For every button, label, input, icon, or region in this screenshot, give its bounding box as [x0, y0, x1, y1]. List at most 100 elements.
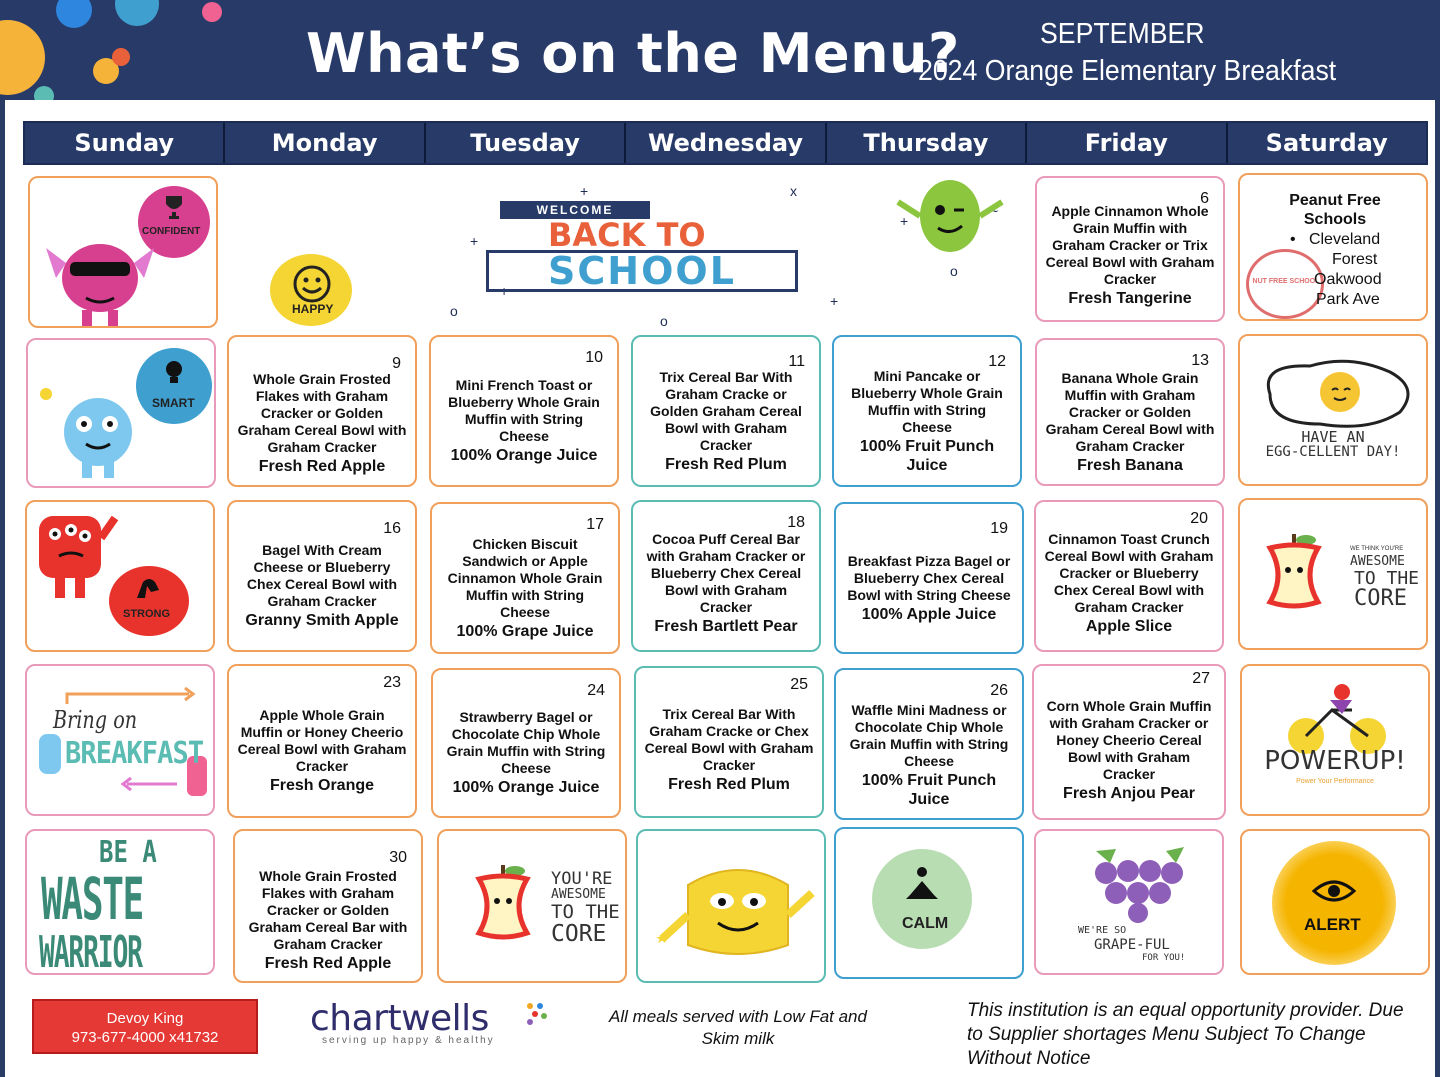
- day-cell-30: 30 Whole Grain Frosted Flakes with Graha…: [233, 829, 423, 983]
- fruit-item: Fresh Red Plum: [665, 455, 787, 473]
- menu-item: Banana Whole Grain Muffin with Graham Cr…: [1045, 369, 1215, 454]
- school-item: Park Ave: [1316, 291, 1380, 308]
- breakfast-label: BREAKFAST: [65, 736, 204, 771]
- date-number: 20: [1190, 510, 1208, 527]
- smart-label: SMART: [152, 396, 195, 410]
- bring-on-label: Bring on: [53, 706, 138, 734]
- meditation-icon: [906, 867, 938, 899]
- be-a-label: BE A: [99, 835, 157, 870]
- apple-core-icon: [1266, 534, 1322, 609]
- page-title: What’s on the Menu?: [306, 22, 960, 85]
- alert-sunburst: [1272, 841, 1396, 965]
- youre-label: YOU'RE: [551, 869, 613, 889]
- date-number: 24: [587, 682, 605, 699]
- decor-dot: [202, 2, 222, 22]
- menu-item: Trix Cereal Bar With Graham Cracke or Go…: [650, 368, 802, 453]
- art-cell-happy: HAPPY: [230, 176, 420, 328]
- back-to-label: BACK TO: [548, 216, 706, 254]
- trophy-icon: [166, 196, 182, 219]
- calm-label: CALM: [902, 915, 949, 932]
- egg-line-1: HAVE AN: [1301, 428, 1365, 446]
- menu-item: Apple Whole Grain Muffin or Honey Cheeri…: [237, 707, 407, 774]
- decor-dot: [0, 20, 45, 95]
- smart-badge: [136, 348, 212, 424]
- lightbulb-icon: [166, 361, 182, 383]
- chartwells-tagline: serving up happy & healthy: [322, 1035, 495, 1046]
- fruit-item: Fresh Red Apple: [264, 954, 392, 972]
- menu-item: Mini French Toast or Blueberry Whole Gra…: [448, 377, 600, 444]
- day-friday: Friday: [1027, 123, 1228, 163]
- menu-item: Mini Pancake or Blueberry Whole Grain Mu…: [851, 367, 1003, 435]
- date-number: 23: [383, 674, 401, 691]
- art-cell-grapes: WE'RE SO GRAPE-FUL FOR YOU!: [1034, 829, 1224, 975]
- svg-text:+: +: [580, 183, 588, 199]
- fruit-item: 100% Orange Juice: [452, 779, 600, 796]
- art-cell-calm: CALM: [834, 827, 1024, 979]
- menu-item: Whole Grain Frosted Flakes with Graham C…: [248, 867, 408, 952]
- cheese-mascot-icon: [656, 869, 815, 955]
- date-number: 25: [790, 676, 808, 693]
- date-number: 26: [990, 682, 1008, 699]
- date-number: 9: [392, 355, 401, 372]
- svg-text:x: x: [790, 183, 797, 199]
- art-cell-confident: CONFIDENT: [28, 176, 218, 328]
- menu-item: Chicken Biscuit Sandwich or Apple Cinnam…: [447, 535, 603, 620]
- fruit-item: Granny Smith Apple: [245, 612, 399, 629]
- pepper-mascot-icon: [896, 180, 1004, 252]
- menu-item: Whole Grain Frosted Flakes with Graham C…: [237, 370, 407, 455]
- day-cell-24: 24 Strawberry Bagel or Chocolate Chip Wh…: [431, 668, 621, 818]
- fruit-item: Fresh Banana: [1077, 456, 1183, 474]
- strong-label: STRONG: [123, 608, 171, 620]
- page-border-right: [1435, 100, 1440, 1077]
- day-cell-25: 25 Trix Cereal Bar With Graham Cracke or…: [634, 666, 824, 818]
- day-cell-18: 18 Cocoa Puff Cereal Bar with Graham Cra…: [631, 500, 821, 652]
- art-cell-smart: SMART: [26, 338, 216, 488]
- menu-item: Apple Cinnamon Whole Grain Muffin with G…: [1045, 202, 1215, 287]
- equal-opportunity-note: This institution is an equal opportunity…: [967, 1000, 1404, 1069]
- date-number: 18: [787, 514, 805, 531]
- day-sunday: Sunday: [25, 123, 226, 163]
- fruit-item: Fresh Tangerine: [1068, 289, 1192, 307]
- page-border-left: [0, 100, 5, 1077]
- fruit-item: 100% Fruit Punch Juice: [861, 771, 997, 808]
- milk-note: All meals served with Low Fat and Skim m…: [609, 1007, 867, 1048]
- menu-item: Trix Cereal Bar With Graham Cracke or Ch…: [644, 706, 814, 773]
- warrior-label: WARRIOR: [39, 927, 143, 975]
- day-cell-27: 27 Corn Whole Grain Muffin with Graham C…: [1032, 664, 1226, 820]
- decor-dot: [34, 86, 54, 100]
- day-cell-11: 11 Trix Cereal Bar With Graham Cracke or…: [631, 335, 821, 487]
- art-cell-strong: STRONG: [25, 500, 215, 652]
- school-item: Forest: [1332, 251, 1378, 268]
- date-number: 13: [1191, 352, 1209, 369]
- day-cell-16: 16 Bagel With Cream Cheese or Blueberry …: [227, 500, 417, 652]
- art-cell-core: WE THINK YOU'RE AWESOME TO THE CORE: [1238, 498, 1428, 650]
- confident-label: CONFIDENT: [142, 226, 201, 237]
- fruit-item: Apple Slice: [1085, 617, 1173, 635]
- menu-subtitle: 2024 Orange Elementary Breakfast: [918, 55, 1337, 87]
- chartwells-logo: chartwells: [310, 998, 489, 1039]
- svg-text:+: +: [470, 233, 478, 249]
- menu-item: Cocoa Puff Cereal Bar with Graham Cracke…: [646, 530, 806, 615]
- date-number: 11: [788, 353, 805, 370]
- day-cell-23: 23 Apple Whole Grain Muffin or Honey Che…: [227, 664, 417, 818]
- school-label: SCHOOL: [486, 250, 798, 292]
- day-cell-6: 6 Apple Cinnamon Whole Grain Muffin with…: [1035, 176, 1225, 322]
- monster-pink-icon: [46, 244, 154, 326]
- grape-line-1: WE'RE SO: [1078, 925, 1127, 936]
- day-wednesday: Wednesday: [626, 123, 827, 163]
- day-cell-13: 13 Banana Whole Grain Muffin with Graham…: [1035, 338, 1225, 486]
- header-banner: What’s on the Menu? SEPTEMBER 2024 Orang…: [0, 0, 1440, 100]
- menu-item: Strawberry Bagel or Chocolate Chip Whole…: [446, 709, 606, 776]
- contact-phone: 973-677-4000 x41732: [71, 1029, 219, 1046]
- contact-box: Devoy King 973-677-4000 x41732: [32, 999, 258, 1054]
- day-cell-26: 26 Waffle Mini Madness or Chocolate Chip…: [834, 668, 1024, 820]
- fried-egg-icon: [1267, 359, 1410, 428]
- date-number: 16: [383, 520, 401, 537]
- date-number: 17: [586, 516, 604, 533]
- peanut-free-title: Peanut Free Schools: [1289, 192, 1381, 228]
- powerup-tagline: Power Your Performance: [1296, 778, 1374, 785]
- date-number: 10: [585, 349, 603, 366]
- day-cell-20: 20 Cinnamon Toast Crunch Cereal Bowl wit…: [1034, 500, 1224, 652]
- fruit-item: 100% Apple Juice: [861, 605, 997, 623]
- logo-dots-icon: [527, 1003, 547, 1025]
